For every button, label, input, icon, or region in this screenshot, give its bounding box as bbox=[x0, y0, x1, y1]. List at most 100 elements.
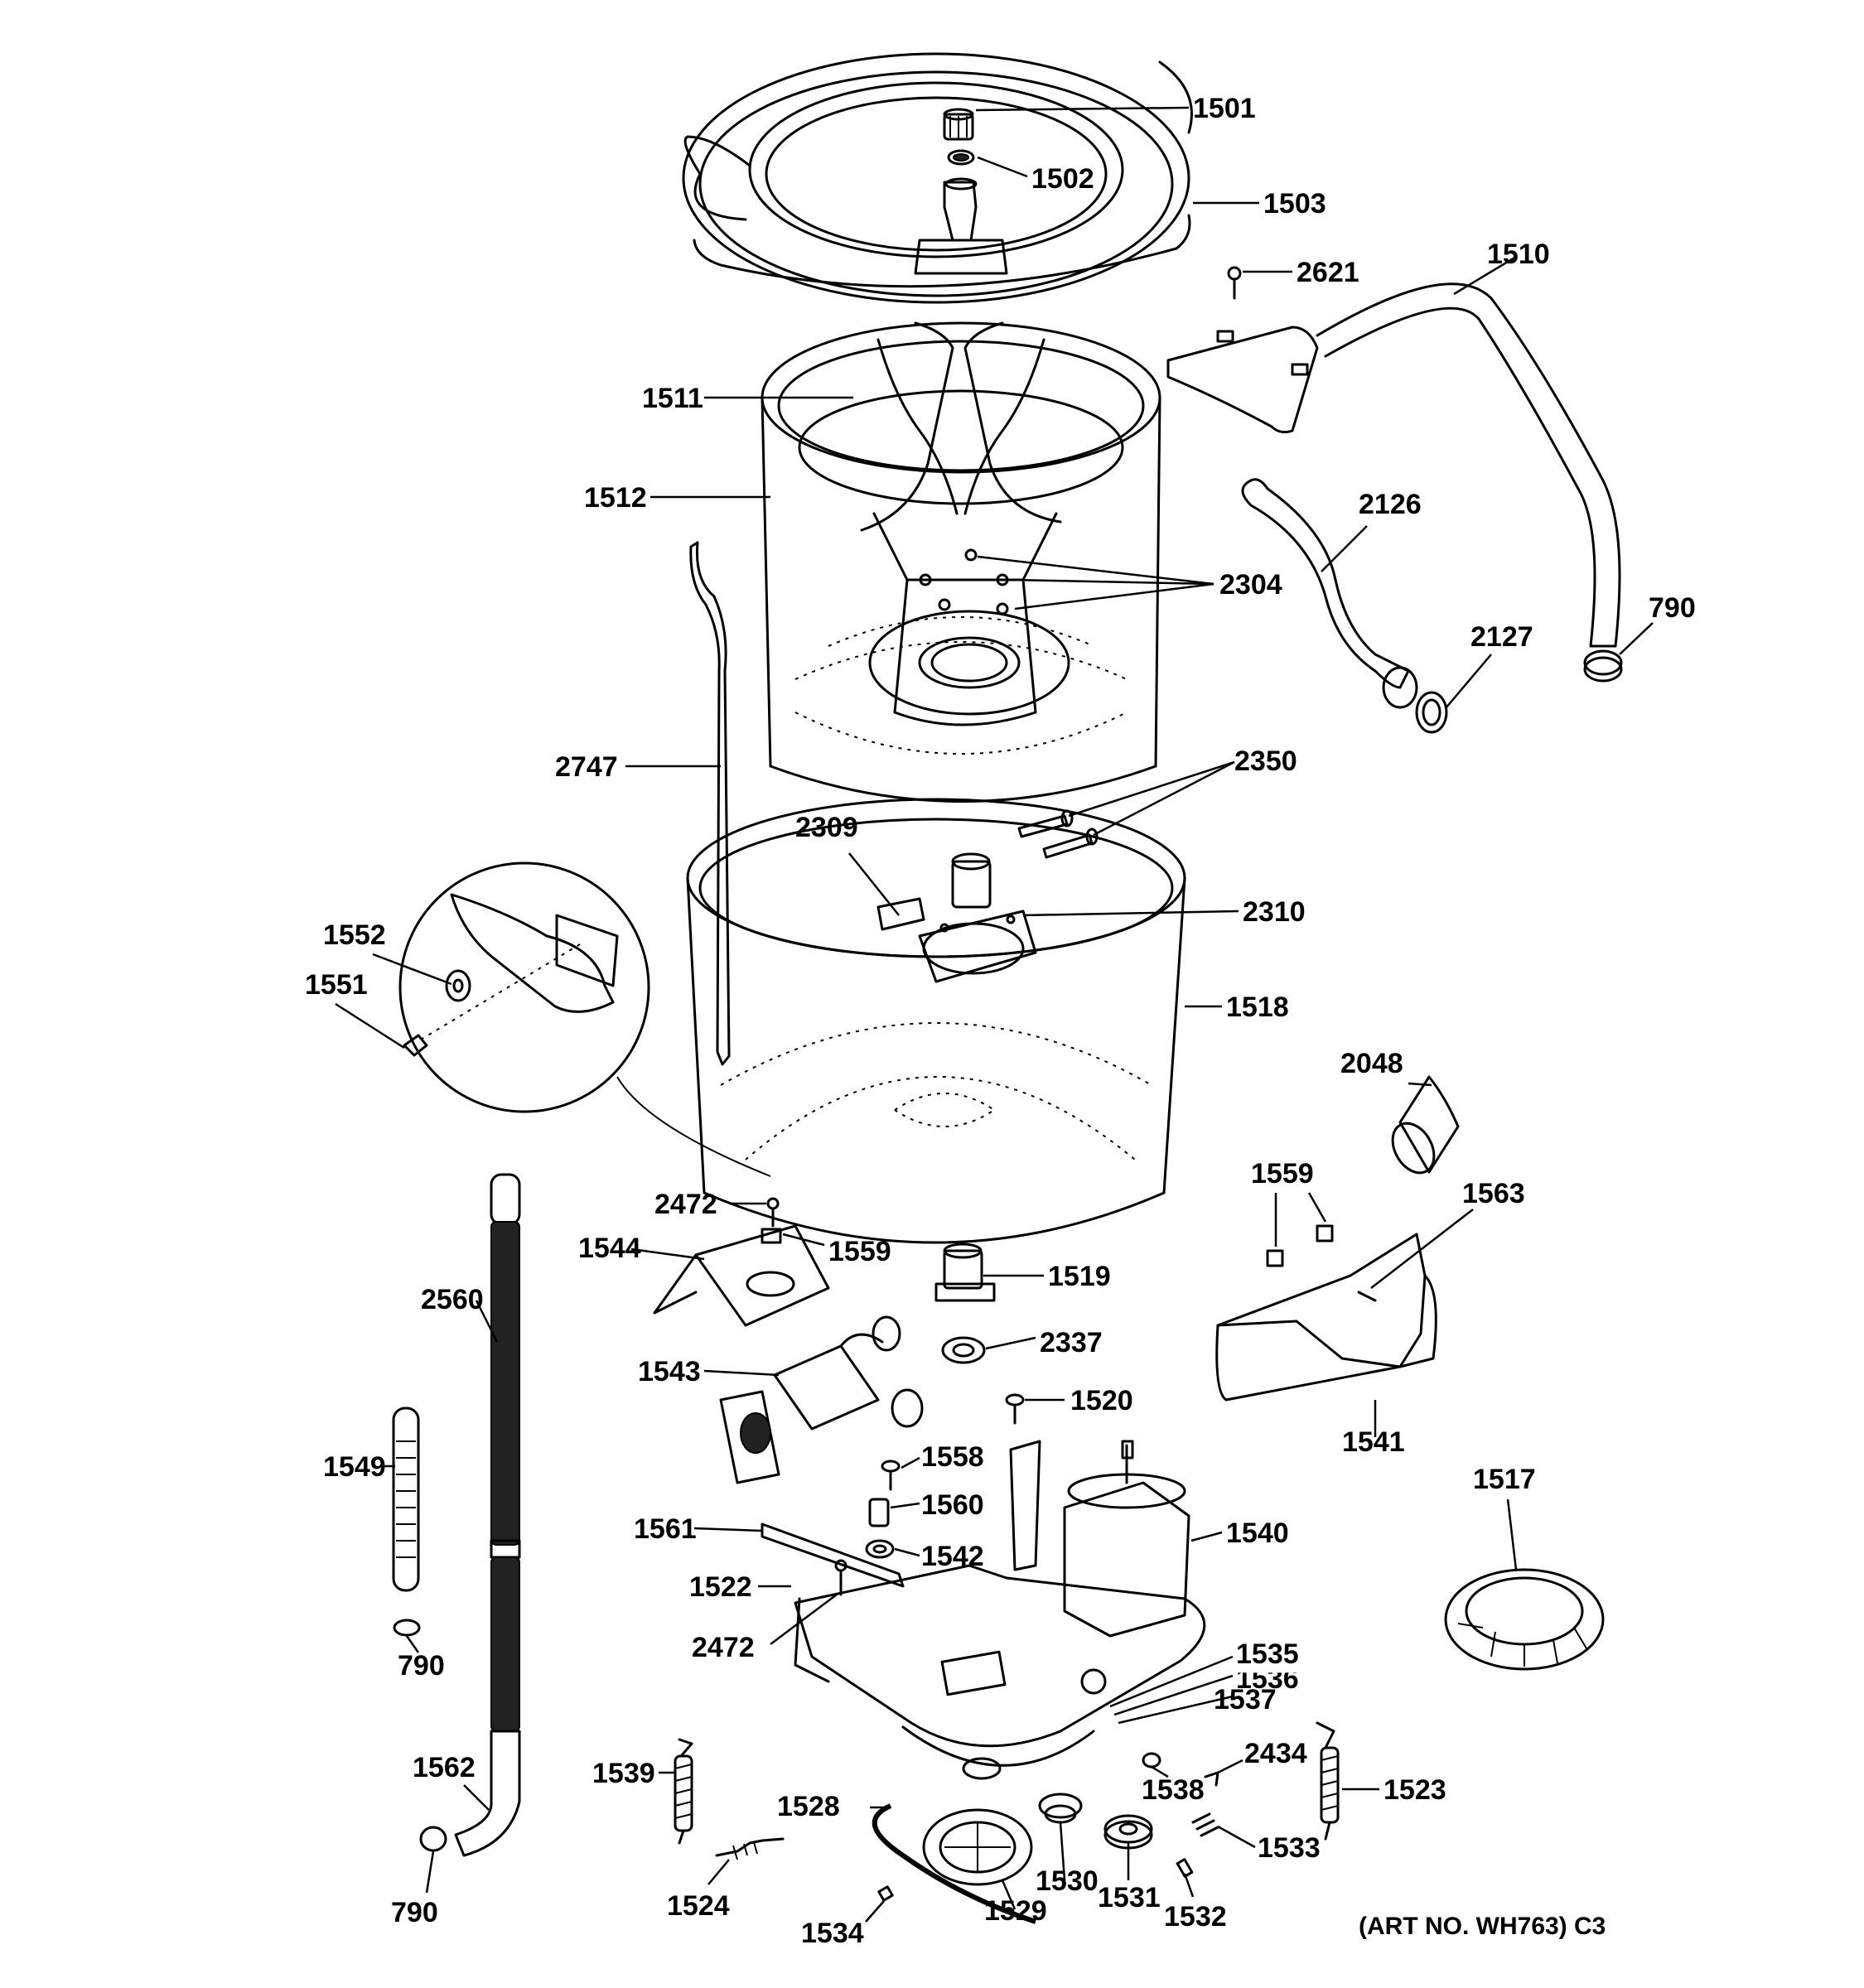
drain-hose-small bbox=[1241, 478, 1410, 689]
leader-lines bbox=[335, 106, 1654, 1923]
label-2304: 2304 bbox=[1219, 569, 1282, 601]
label-1534: 1534 bbox=[801, 1918, 864, 1949]
label-2560: 2560 bbox=[421, 1284, 484, 1315]
fill-hose bbox=[1166, 282, 1621, 648]
label-1519: 1519 bbox=[1048, 1261, 1111, 1292]
label-1561: 1561 bbox=[634, 1513, 697, 1545]
cap-washer bbox=[947, 149, 975, 166]
label-1501: 1501 bbox=[1193, 93, 1256, 124]
pump-bracket bbox=[653, 1224, 830, 1327]
key-1532 bbox=[1176, 1858, 1194, 1878]
label-2350: 2350 bbox=[1234, 746, 1297, 777]
label-1503: 1503 bbox=[1263, 188, 1326, 220]
hose-clamp-790-left bbox=[393, 1619, 421, 1637]
label-1551: 1551 bbox=[305, 969, 368, 1001]
spring-1533 bbox=[1191, 1812, 1219, 1837]
coupling-washer bbox=[941, 1336, 986, 1364]
label-1511: 1511 bbox=[642, 383, 703, 414]
label-1540: 1540 bbox=[1226, 1518, 1289, 1549]
label-1543: 1543 bbox=[638, 1356, 701, 1387]
tub-mount-bearing bbox=[876, 852, 1037, 983]
label-1512: 1512 bbox=[584, 482, 647, 514]
hose-end-2126 bbox=[1382, 666, 1418, 709]
motor-cover bbox=[1215, 1224, 1437, 1402]
label-1562: 1562 bbox=[413, 1752, 476, 1783]
drive-belt bbox=[872, 1803, 1036, 1924]
agitator bbox=[860, 177, 1062, 532]
screw-2472-lower bbox=[834, 1559, 847, 1596]
agitator-cap bbox=[943, 108, 974, 141]
spring-1523 bbox=[1316, 1721, 1340, 1841]
label-1539: 1539 bbox=[592, 1758, 655, 1789]
key-1534 bbox=[877, 1885, 894, 1902]
label-1563: 1563 bbox=[1462, 1178, 1525, 1209]
label-1531: 1531 bbox=[1098, 1882, 1161, 1913]
label-1560: 1560 bbox=[921, 1489, 984, 1521]
screw-2472-top bbox=[766, 1197, 780, 1228]
label-1537: 1537 bbox=[1214, 1684, 1277, 1715]
label-2337: 2337 bbox=[1040, 1327, 1103, 1358]
label-2048: 2048 bbox=[1340, 1048, 1403, 1079]
label-1532: 1532 bbox=[1164, 1901, 1227, 1933]
label-1549: 1549 bbox=[323, 1451, 386, 1483]
label-2309: 2309 bbox=[795, 812, 858, 843]
clip-2434 bbox=[1204, 1771, 1219, 1787]
spring-1539 bbox=[674, 1738, 693, 1845]
detail-callout bbox=[398, 861, 771, 1177]
label-1542: 1542 bbox=[921, 1541, 984, 1572]
label-1538: 1538 bbox=[1142, 1774, 1205, 1806]
outer-tub bbox=[686, 798, 1186, 1244]
label-1541: 1541 bbox=[1342, 1426, 1405, 1458]
label-1510: 1510 bbox=[1487, 239, 1550, 270]
part-labels: 1501 1502 1503 1510 2621 1511 1512 2304 … bbox=[305, 93, 1696, 1949]
hose-clamp-790-top bbox=[1583, 649, 1623, 683]
drive-pulley bbox=[922, 1808, 1033, 1886]
screw-1558 bbox=[881, 1460, 901, 1491]
drive-motor bbox=[1063, 1440, 1190, 1638]
drain-hose-long bbox=[454, 1173, 521, 1857]
label-1544: 1544 bbox=[578, 1233, 641, 1264]
label-1518: 1518 bbox=[1226, 992, 1289, 1023]
drain-pump bbox=[719, 1315, 924, 1484]
label-1517: 1517 bbox=[1473, 1464, 1536, 1495]
label-1533: 1533 bbox=[1258, 1832, 1321, 1864]
label-1535: 1535 bbox=[1236, 1638, 1299, 1670]
tub-cover-ring bbox=[682, 52, 1193, 304]
label-1523: 1523 bbox=[1384, 1774, 1446, 1806]
drive-coupling bbox=[934, 1242, 996, 1302]
label-2126: 2126 bbox=[1359, 489, 1422, 520]
label-1528: 1528 bbox=[777, 1791, 840, 1822]
label-2434: 2434 bbox=[1244, 1738, 1307, 1769]
label-2472-top: 2472 bbox=[654, 1189, 717, 1220]
nut-1538 bbox=[1142, 1752, 1161, 1768]
capacitor bbox=[1391, 1075, 1460, 1175]
label-1559-left: 1559 bbox=[828, 1236, 891, 1267]
label-1520: 1520 bbox=[1070, 1385, 1133, 1416]
snubber-ring bbox=[1444, 1568, 1605, 1671]
hose-1549 bbox=[392, 1407, 420, 1592]
label-2310: 2310 bbox=[1243, 896, 1306, 928]
bracket-strap bbox=[761, 1522, 905, 1588]
label-2747: 2747 bbox=[555, 751, 618, 783]
label-2127: 2127 bbox=[1470, 621, 1533, 653]
label-790-left: 790 bbox=[398, 1650, 445, 1682]
washer-1542 bbox=[865, 1539, 895, 1559]
label-1529: 1529 bbox=[984, 1895, 1047, 1927]
art-number: (ART NO. WH763) C3 bbox=[1359, 1913, 1606, 1940]
screw-1520 bbox=[1005, 1393, 1025, 1425]
label-1552: 1552 bbox=[323, 919, 386, 951]
label-1558: 1558 bbox=[921, 1441, 984, 1473]
label-790-bottom: 790 bbox=[391, 1897, 438, 1928]
label-2472-lower: 2472 bbox=[692, 1632, 755, 1663]
wash-basket bbox=[761, 321, 1161, 803]
label-790-top: 790 bbox=[1649, 592, 1696, 624]
pressure-tube bbox=[689, 541, 731, 1066]
spring-1524 bbox=[715, 1837, 785, 1860]
motor-pulley bbox=[1038, 1793, 1083, 1824]
mounting-base bbox=[794, 1440, 1206, 1780]
hose-clamp-790-bottom bbox=[419, 1826, 447, 1852]
label-1559-right: 1559 bbox=[1251, 1158, 1314, 1189]
label-1502: 1502 bbox=[1031, 163, 1094, 195]
screw-2621 bbox=[1227, 266, 1242, 300]
